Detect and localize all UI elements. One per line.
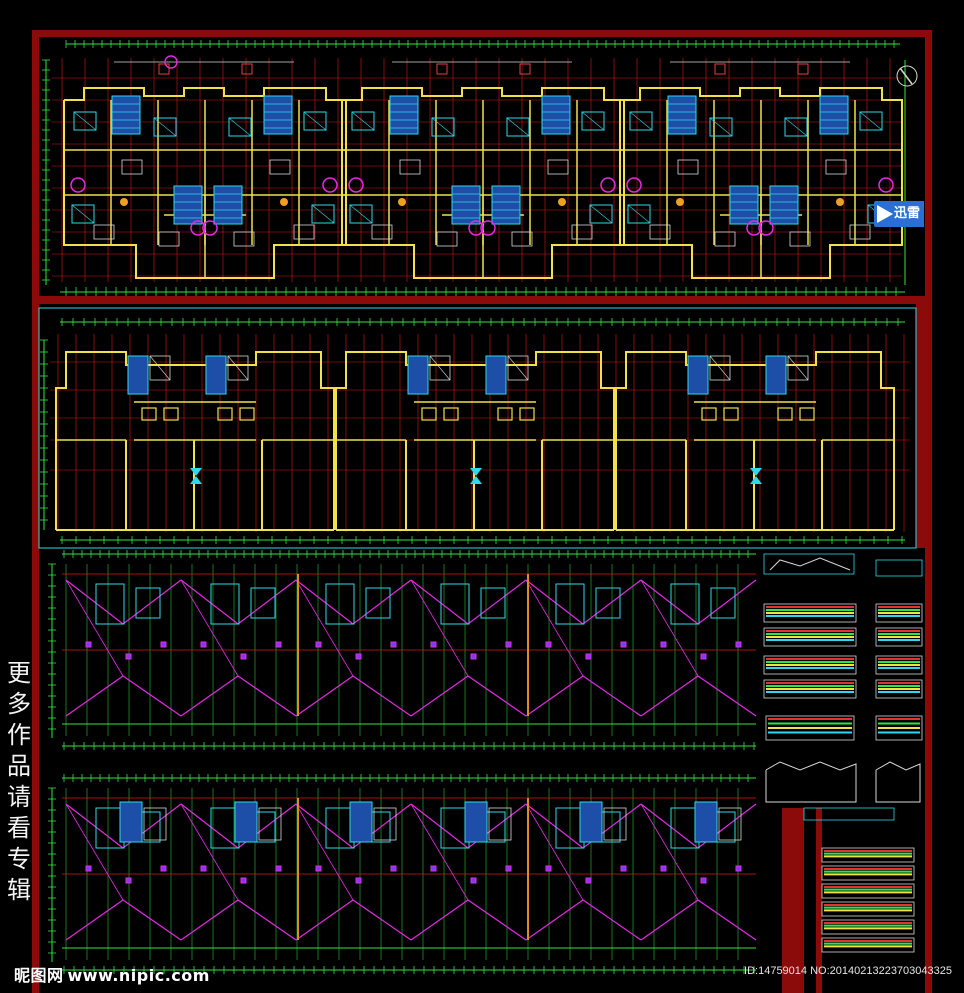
ground-floor-plan [38,307,917,549]
bird-icon [877,205,893,223]
thunder-download-badge[interactable]: 迅雷 [874,201,924,227]
elevation-thumbnails [763,553,923,953]
badge-label: 迅雷 [893,206,920,221]
brand-url[interactable]: www.nipic.com [67,966,210,985]
brand-name: 昵图网 [14,966,64,985]
image-id-line: ID:14759014 NO:20140213223703043325 [744,965,952,977]
typical-floor-plan [42,40,918,296]
roof-plan-lower [48,774,757,974]
roof-plan-upper [48,550,757,750]
red-frames [32,30,932,993]
side-caption: 更多作品请看专辑 [7,659,31,904]
